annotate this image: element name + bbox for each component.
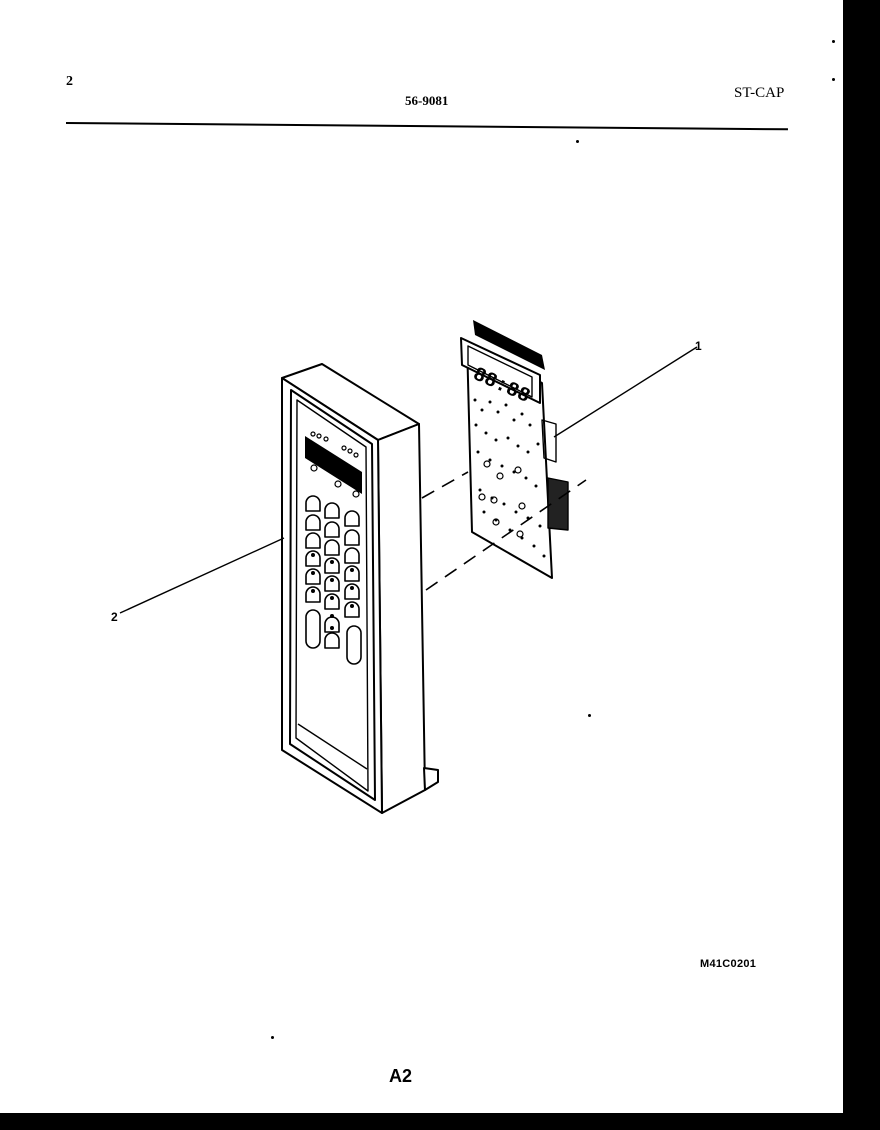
drawing-reference-code: M41C0201 <box>700 958 757 970</box>
scan-speck <box>588 714 591 717</box>
parts-diagram-page: 2 56-9081 ST-CAP <box>0 0 843 1113</box>
callout-label-1: 1 <box>695 339 702 353</box>
callout-2-leader <box>119 537 285 614</box>
page-number: 2 <box>66 74 73 89</box>
callout-1-leader <box>553 346 698 438</box>
exploded-view-drawing: 88:88 <box>119 320 698 814</box>
scan-speck <box>832 40 835 43</box>
model-code: ST-CAP <box>734 85 785 101</box>
control-panel-bezel <box>281 363 439 814</box>
scan-speck <box>832 78 835 81</box>
control-circuit-board <box>460 320 569 579</box>
scan-speck <box>576 140 579 143</box>
scan-speck <box>271 1036 274 1039</box>
callout-label-2: 2 <box>111 610 118 624</box>
assembly-guide-lines <box>421 471 587 591</box>
document-number: 56-9081 <box>405 93 449 108</box>
page-code: A2 <box>389 1066 413 1086</box>
